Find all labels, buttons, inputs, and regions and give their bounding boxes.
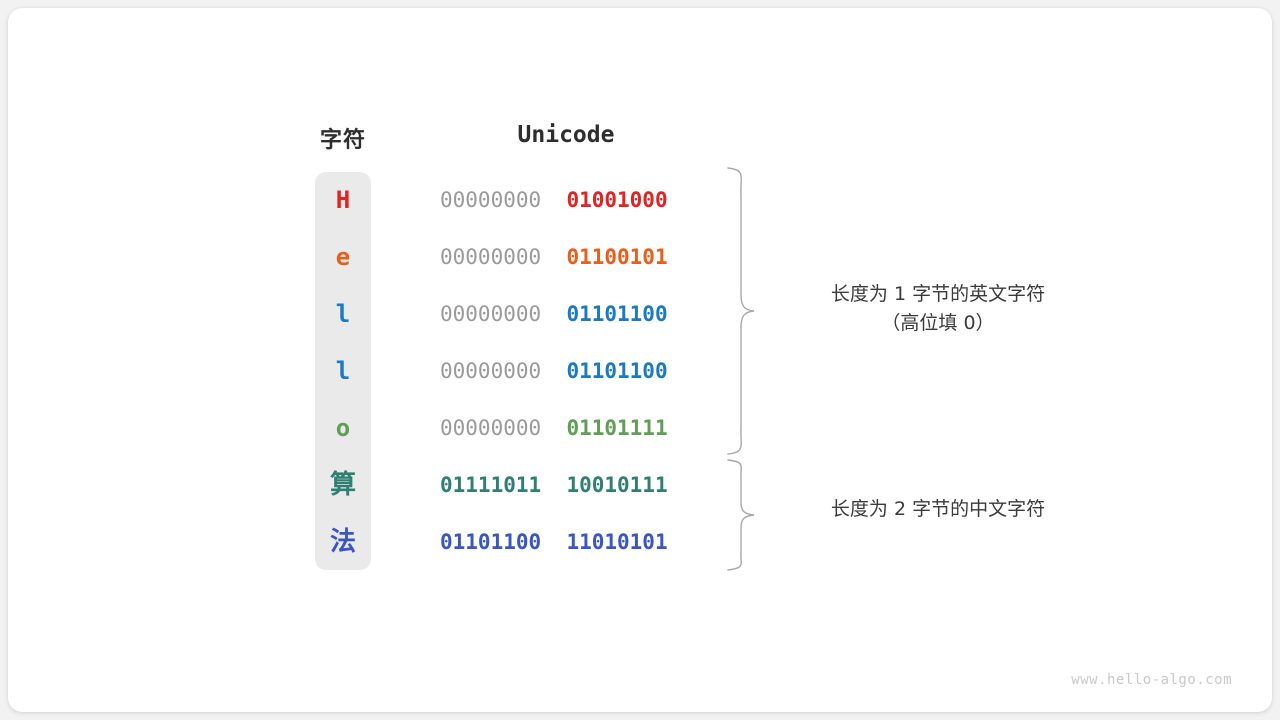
row-binary: 00000000 01101100	[440, 343, 692, 400]
row-binary-low-byte: 10010111	[566, 473, 668, 497]
row-binary: 01101100 11010101	[440, 514, 692, 571]
row-binary: 01111011 10010111	[440, 457, 692, 514]
row-binary-low-byte: 01001000	[566, 188, 668, 212]
row-binary-low-byte: 01101100	[566, 359, 668, 383]
row-binary-high-byte: 00000000	[440, 302, 542, 326]
row-binary-high-byte: 01111011	[440, 473, 542, 497]
row-character: e	[335, 243, 351, 271]
annotation-two-bytes: 长度为 2 字节的中文字符	[830, 498, 1046, 520]
watermark: www.hello-algo.com	[1071, 672, 1232, 688]
row-binary: 00000000 01101111	[440, 400, 692, 457]
row-binary-low-byte: 01100101	[566, 245, 668, 269]
row-binary-low-byte: 11010101	[566, 530, 668, 554]
row-binary-high-byte: 01101100	[440, 530, 542, 554]
row-binary: 00000000 01001000	[440, 172, 692, 229]
row-character: 法	[329, 527, 356, 557]
row-binary-high-byte: 00000000	[440, 359, 542, 383]
annotation-one-byte: 长度为 1 字节的英文字符 （高位填 0）	[830, 283, 1046, 334]
row-character: 算	[329, 470, 356, 500]
column-header-character: 字符	[319, 127, 366, 152]
row-binary-low-byte: 01101111	[566, 416, 668, 440]
brace-two-bytes	[727, 459, 755, 571]
row-binary-high-byte: 00000000	[440, 245, 542, 269]
row-character: H	[335, 186, 351, 214]
brace-one-byte	[727, 167, 755, 455]
row-binary-high-byte: 00000000	[440, 416, 542, 440]
column-header-unicode: Unicode	[517, 122, 615, 148]
row-binary-low-byte: 01101100	[566, 302, 668, 326]
row-character: l	[335, 357, 351, 385]
row-binary: 00000000 01101100	[440, 286, 692, 343]
figure-card: 字符 Unicode H 00000000 01001000 e 00000000 0…	[8, 8, 1272, 712]
row-character: o	[335, 414, 351, 442]
character-column-panel	[315, 172, 371, 570]
row-character: l	[335, 300, 351, 328]
row-binary: 00000000 01100101	[440, 229, 692, 286]
row-binary-high-byte: 00000000	[440, 188, 542, 212]
